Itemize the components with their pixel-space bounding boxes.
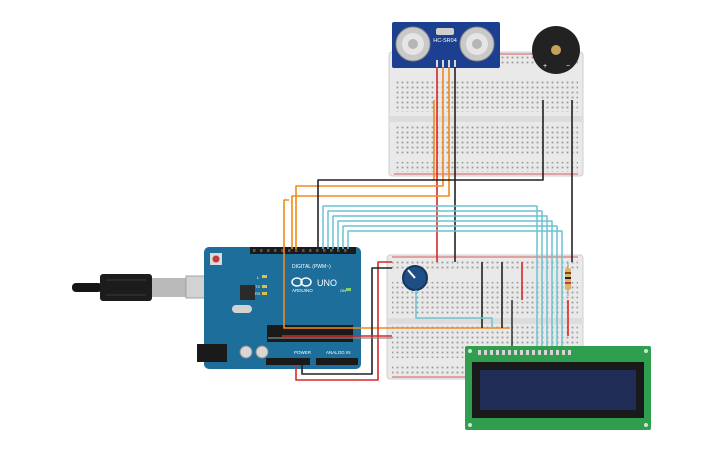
- buzzer-plus-label: +: [543, 63, 547, 70]
- analog-label: ANALOG IN: [326, 350, 351, 355]
- l-label: L: [257, 275, 260, 280]
- power-label: POWER: [294, 350, 312, 355]
- arduino-brand: ARDUINO: [292, 288, 313, 293]
- wires: [268, 67, 573, 381]
- rx-label: RX: [255, 291, 261, 296]
- lcd-16x2: [465, 346, 651, 430]
- resistor: [565, 262, 571, 296]
- arduino-logo-icon: [291, 277, 312, 287]
- on-label: ON: [340, 288, 346, 293]
- potentiometer: [402, 265, 428, 291]
- buzzer-minus-label: −: [566, 63, 570, 70]
- usb-cable: [72, 274, 209, 301]
- tx-label: TX: [255, 284, 260, 289]
- arduino-uno: DIGITAL (PWM~) ARDUINO UNO L TX RX ON PO…: [197, 247, 361, 369]
- piezo-buzzer: + −: [532, 26, 580, 74]
- ultrasonic-sensor: HC-SR04: [392, 22, 500, 68]
- sensor-label: HC-SR04: [433, 38, 457, 44]
- arduino-model: UNO: [317, 278, 337, 288]
- digital-label: DIGITAL (PWM~): [292, 264, 331, 270]
- lcd-screen: [480, 370, 636, 410]
